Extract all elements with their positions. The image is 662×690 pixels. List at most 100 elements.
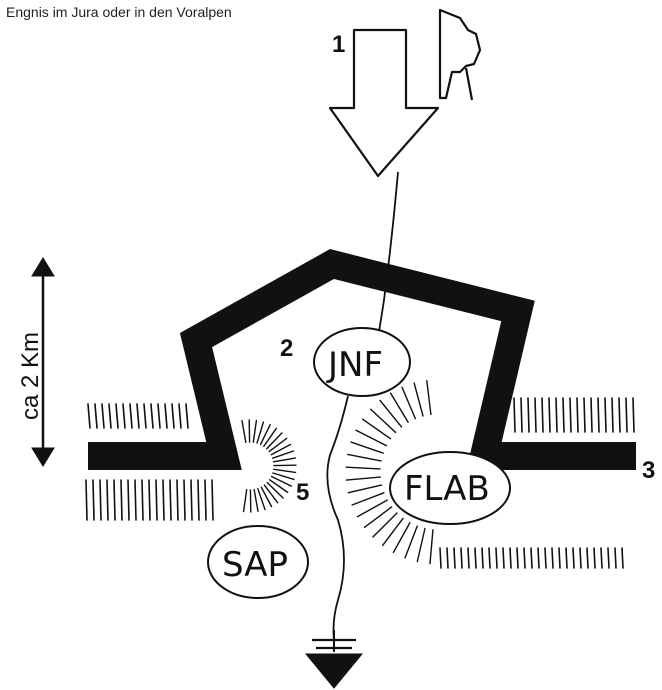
hatch-line — [162, 479, 165, 521]
radial-hatching — [241, 379, 434, 565]
radial-hatch-line — [363, 506, 393, 529]
label-5: 5 — [296, 479, 309, 506]
radial-hatch-line — [345, 466, 381, 470]
hatch-line — [565, 547, 568, 569]
hatch-line — [502, 547, 505, 569]
radial-hatch-line — [256, 421, 265, 444]
hatch-line — [474, 547, 477, 569]
hatch-line — [127, 479, 130, 521]
hatch-line — [555, 397, 558, 433]
hatch-line — [558, 547, 561, 569]
hatch-line — [527, 397, 530, 433]
radial-hatch-line — [389, 392, 409, 423]
signal-line-lower — [326, 395, 349, 641]
hatch-line — [520, 397, 523, 433]
hatch-line — [87, 403, 91, 429]
radial-hatch-line — [346, 453, 382, 462]
radial-hatch-line — [370, 408, 397, 434]
radial-hatch-line — [270, 443, 292, 456]
hatch-line — [211, 479, 214, 521]
hatch-line — [590, 397, 593, 433]
hatch-line — [94, 403, 98, 429]
jnf-oval — [313, 327, 411, 397]
radial-hatch-line — [273, 468, 297, 474]
radial-hatch-line — [271, 450, 295, 459]
flab-oval — [389, 451, 511, 525]
hatch-line — [197, 479, 200, 521]
hatch-line — [625, 397, 628, 433]
hatch-line — [108, 403, 112, 429]
radial-hatch-line — [259, 423, 271, 446]
label-sap: SAP — [222, 545, 288, 585]
hatch-line — [460, 547, 463, 569]
radial-hatch-line — [381, 517, 404, 547]
hatch-line — [439, 547, 442, 569]
radial-hatch-line — [272, 472, 295, 481]
radial-hatch-line — [347, 484, 383, 494]
radial-hatch-line — [355, 429, 388, 447]
hatch-line — [541, 397, 544, 433]
hatch-line — [516, 547, 519, 569]
label-2: 2 — [280, 335, 293, 362]
hatch-line — [136, 403, 140, 429]
hatch-line — [548, 397, 551, 433]
radial-hatch-line — [426, 379, 432, 416]
hatch-line — [155, 479, 158, 521]
hatch-line — [607, 547, 610, 569]
radial-hatch-line — [263, 427, 278, 448]
hatch-line — [85, 479, 88, 521]
radial-hatch-line — [361, 418, 392, 440]
label-jnf: JNF — [326, 345, 383, 385]
radial-hatch-line — [356, 499, 388, 518]
radial-hatch-line — [263, 484, 279, 504]
radial-hatch-line — [392, 522, 411, 554]
radial-hatch-line — [416, 527, 426, 563]
hatch-line — [129, 403, 133, 429]
hatch-line — [171, 403, 175, 429]
hatch-line — [467, 547, 470, 569]
hatch-line — [576, 397, 579, 433]
hatch-line — [176, 479, 179, 521]
radial-hatch-line — [272, 457, 297, 463]
hatch-line — [604, 397, 607, 433]
hatch-line — [551, 547, 554, 569]
hatch-line — [509, 547, 512, 569]
radial-hatch-line — [350, 441, 384, 454]
hatch-line — [530, 547, 533, 569]
hatch-line — [579, 547, 582, 569]
hatch-line — [143, 403, 147, 429]
hatch-line — [183, 479, 186, 521]
radial-hatch-line — [241, 419, 247, 444]
strata-hatching — [85, 397, 635, 569]
hatch-line — [586, 547, 589, 569]
radial-hatch-line — [270, 475, 293, 487]
hatch-line — [618, 397, 621, 433]
hatch-line — [99, 479, 102, 521]
hatch-line — [113, 479, 116, 521]
radial-hatch-line — [401, 386, 417, 420]
radial-hatch-line — [413, 382, 424, 417]
hatch-line — [597, 397, 600, 433]
hatch-line — [122, 403, 126, 429]
hatch-line — [621, 547, 624, 569]
hatch-line — [169, 479, 172, 521]
hatch-line — [120, 479, 123, 521]
hatch-line — [101, 403, 105, 429]
hatch-line — [446, 547, 449, 569]
input-arrow — [328, 28, 440, 178]
hatch-line — [562, 397, 565, 433]
radial-hatch-line — [265, 432, 283, 450]
hatch-line — [190, 479, 193, 521]
hatch-line — [178, 403, 182, 429]
hatch-line — [611, 397, 614, 433]
hatch-line — [572, 547, 575, 569]
hatch-line — [481, 547, 484, 569]
scale-arrow — [31, 257, 55, 467]
radial-hatch-line — [257, 487, 266, 511]
hatch-line — [632, 397, 635, 433]
hatch-line — [614, 547, 617, 569]
radial-hatch-line — [252, 419, 258, 443]
radial-hatch-line — [260, 486, 273, 508]
hatch-line — [204, 479, 207, 521]
